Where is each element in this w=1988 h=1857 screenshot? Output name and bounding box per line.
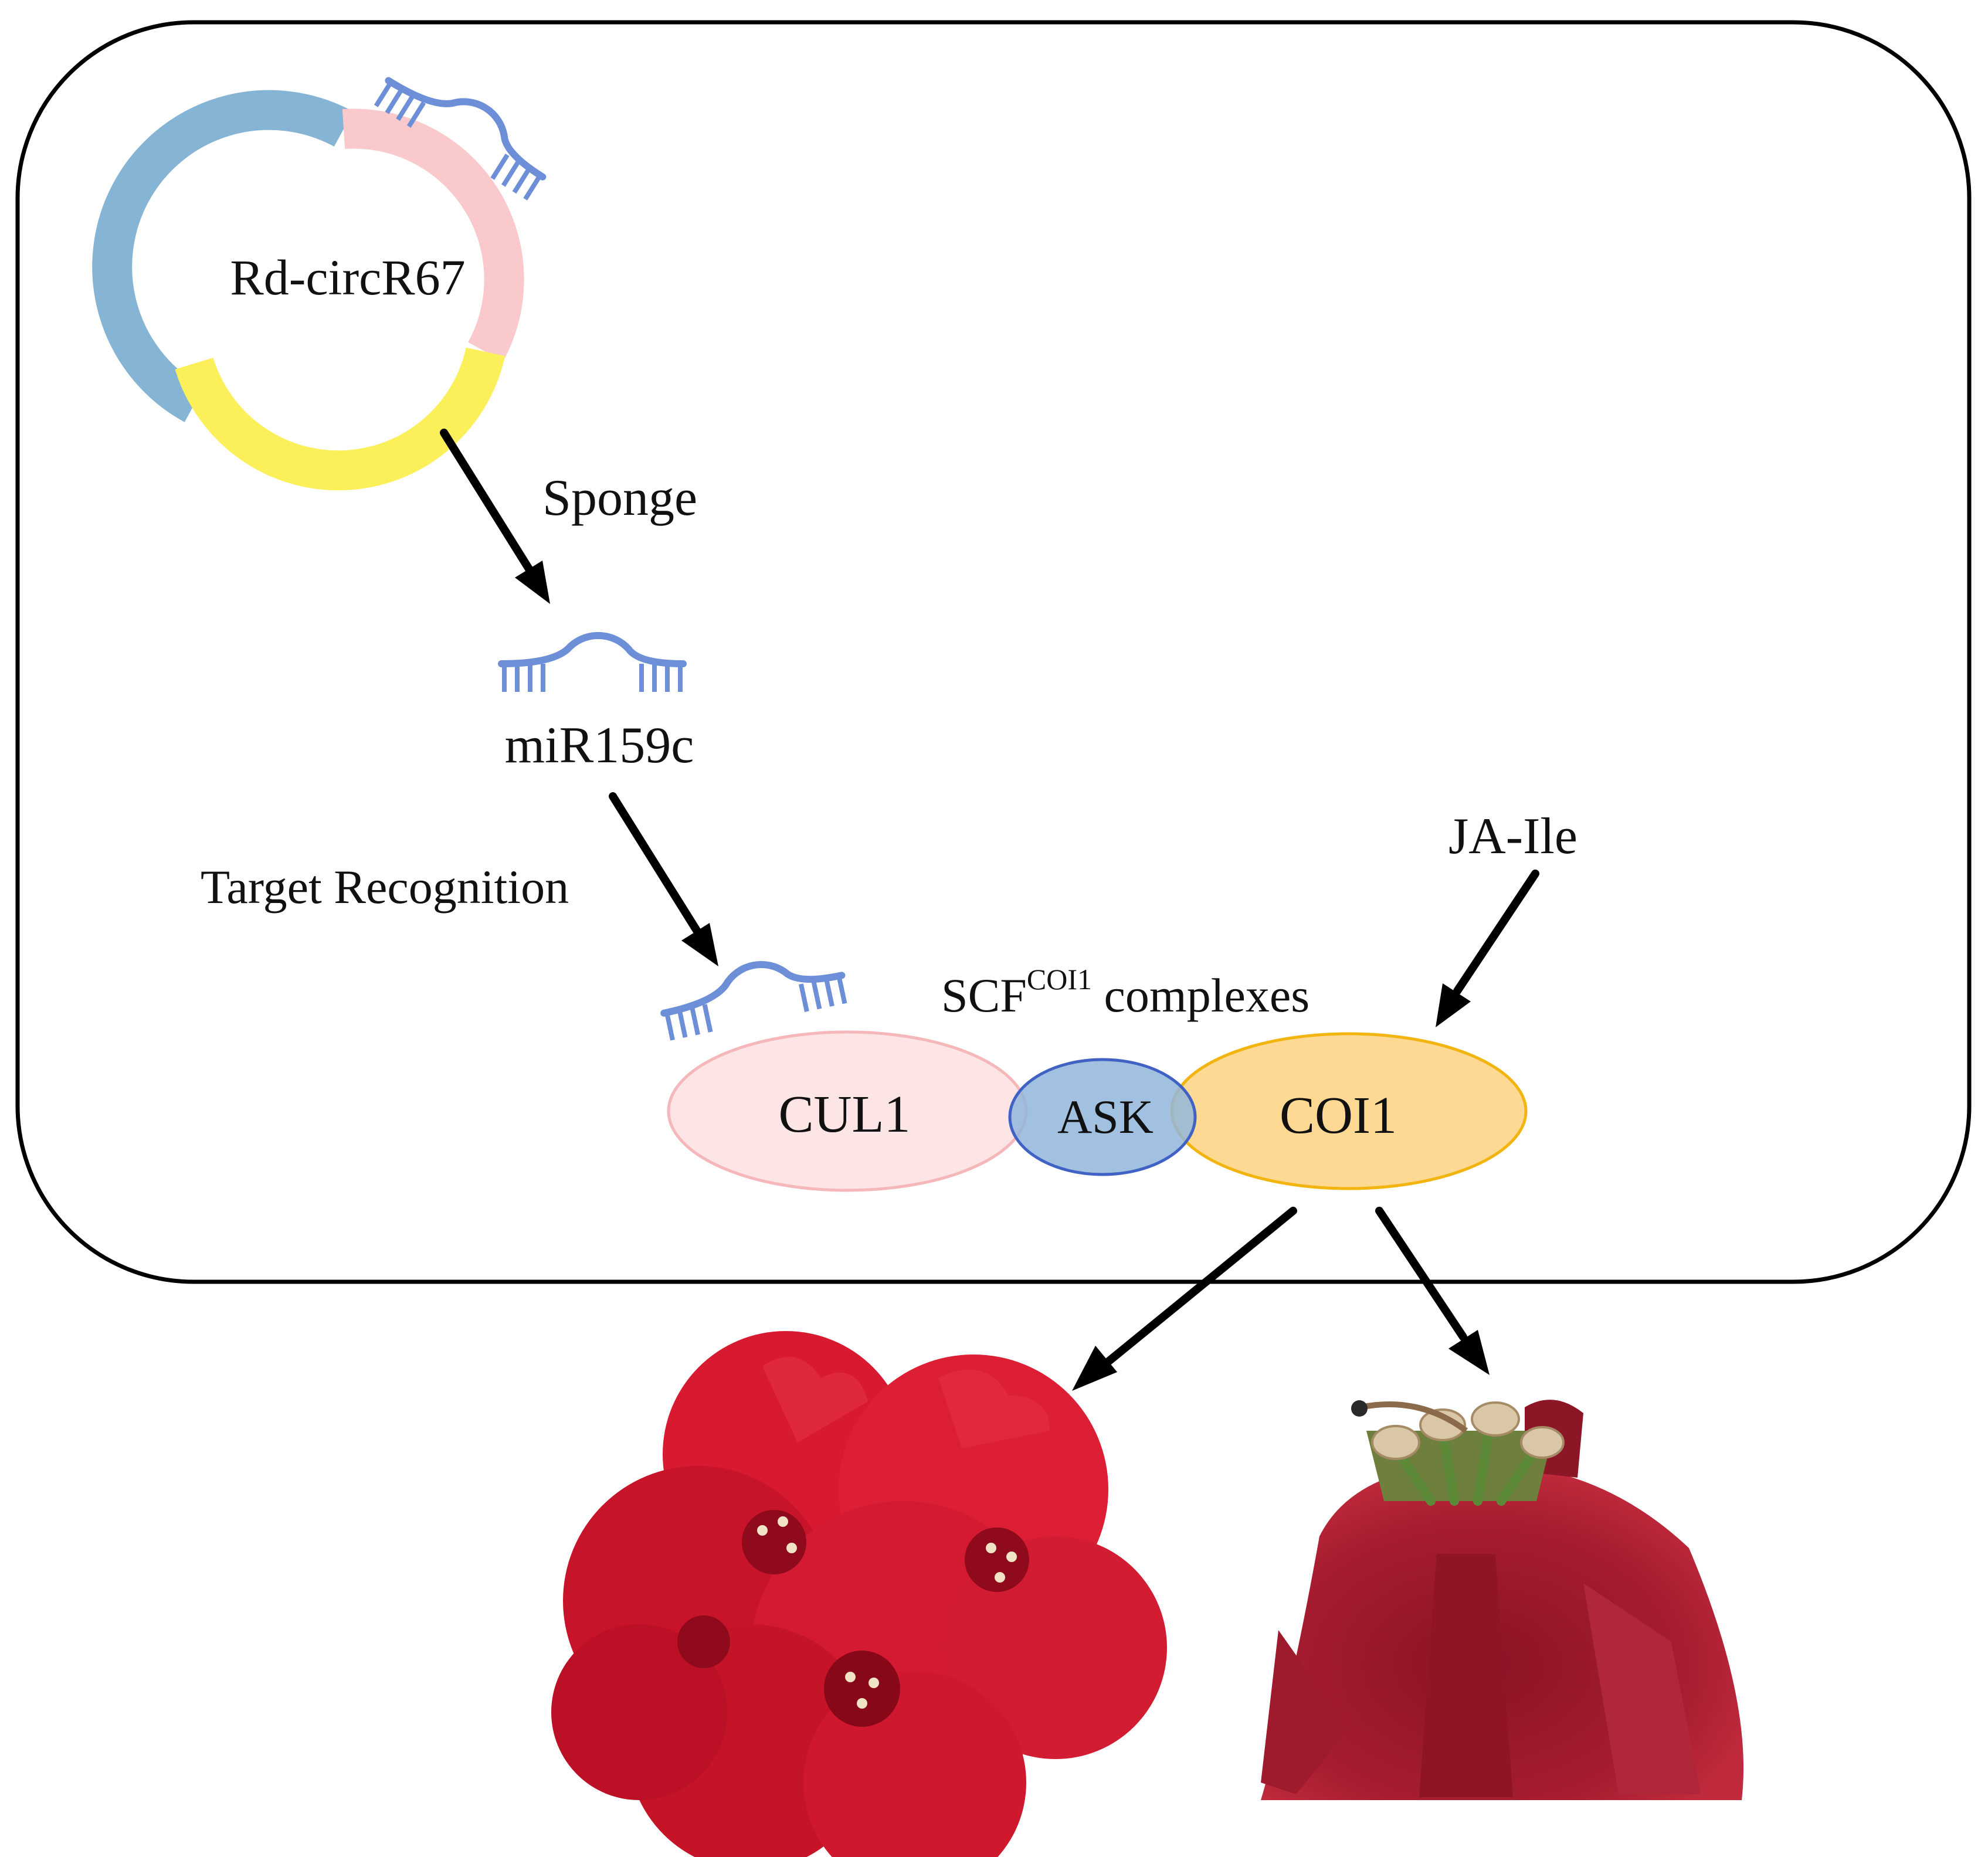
- wilted-flower-icon: [1261, 1400, 1744, 1800]
- fresh-flower-icon: [551, 1331, 1167, 1857]
- hormone-arrow: [1436, 870, 1539, 1027]
- mirna-icon: [658, 948, 847, 1040]
- ask-protein: [1008, 1058, 1197, 1176]
- complex-label: SCFCOI1 complexes: [941, 963, 1309, 1022]
- sponge-label: Sponge: [542, 470, 697, 527]
- cul1-label: CUL1: [779, 1085, 911, 1143]
- complex-superscript: COI1: [1027, 963, 1092, 996]
- coi1-label: COI1: [1280, 1087, 1397, 1145]
- wilted-flower-arrow: [1375, 1207, 1490, 1375]
- ask-label: ASK: [1057, 1090, 1154, 1143]
- complex-suffix: complexes: [1092, 969, 1309, 1022]
- target-recognition-arrow: [609, 792, 718, 966]
- hormone-label: JA-Ile: [1448, 808, 1577, 865]
- complex-prefix: SCF: [941, 969, 1027, 1022]
- sponge-arrow: [440, 429, 550, 604]
- fresh-flower-arrow: [1072, 1207, 1297, 1391]
- cell-boundary: [15, 20, 1972, 1284]
- mirna-label: miR159c: [505, 717, 694, 774]
- mirna-icon: [501, 636, 683, 692]
- circ-rna-ring-icon: [92, 90, 524, 491]
- target-recognition-label: Target Recognition: [201, 860, 569, 914]
- circ-rna-label: Rd-circR67: [230, 249, 465, 305]
